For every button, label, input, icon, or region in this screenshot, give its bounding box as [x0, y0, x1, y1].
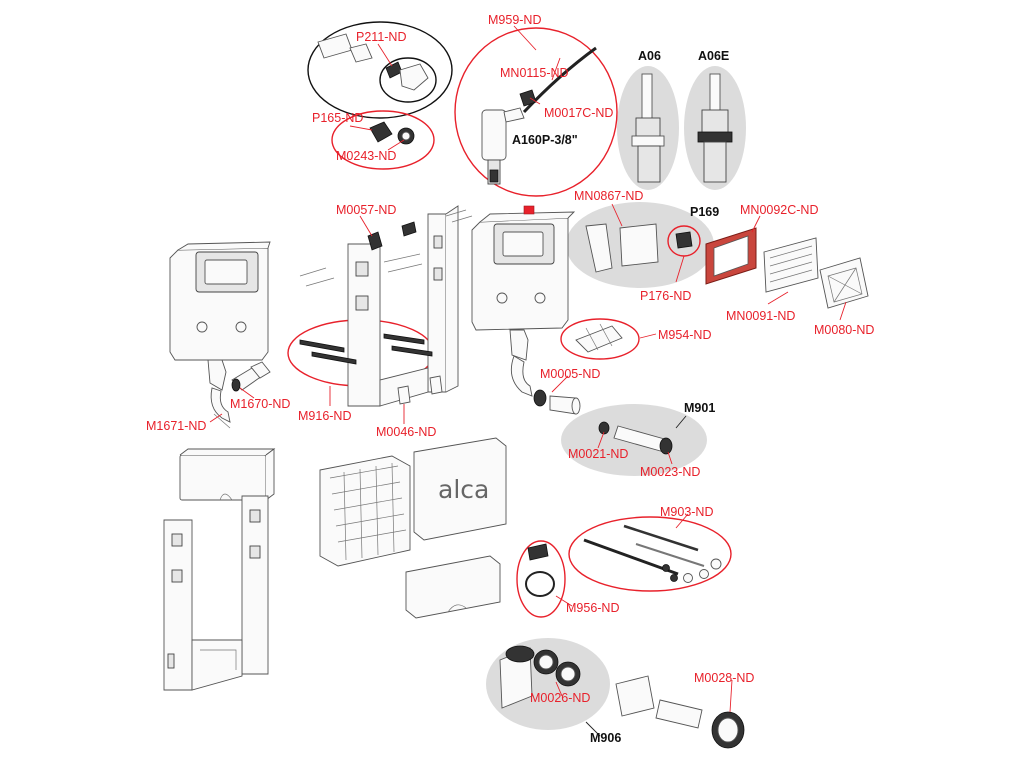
label-m0080: M0080-ND: [814, 323, 874, 337]
label-m0023: M0023-ND: [640, 465, 700, 479]
label-a06: A06: [638, 49, 661, 63]
label-m916: M916-ND: [298, 409, 352, 423]
bracket-m954: [575, 323, 623, 353]
label-p165: P165-ND: [312, 111, 363, 125]
label-m903: M903-ND: [660, 505, 714, 519]
label-m0017c: M0017C-ND: [544, 106, 613, 120]
ring-m956: [516, 540, 566, 618]
kit-labels: A160P-3/8" A06 A06E P169 M901 M906: [512, 49, 729, 745]
brand-logo: alca: [438, 475, 489, 504]
clamp-m956: [525, 543, 555, 597]
label-m901: M901: [684, 401, 715, 415]
label-mn0091: MN0091-ND: [726, 309, 795, 323]
label-m956: M956-ND: [566, 601, 620, 615]
label-mn0115: MN0115-ND: [500, 66, 569, 80]
label-m0057: M0057-ND: [336, 203, 396, 217]
flush-mechanism: [585, 223, 693, 273]
fill-valve: [481, 46, 597, 185]
leader-lines: [209, 25, 847, 737]
label-p169: P169: [690, 205, 719, 219]
label-m1671: M1671-ND: [146, 419, 206, 433]
middle-frame: [299, 205, 473, 407]
label-m1670: M1670-ND: [230, 397, 290, 411]
pipe-m1670: [231, 361, 271, 392]
ring-m959: [454, 27, 618, 197]
label-m0026: M0026-ND: [530, 691, 590, 705]
flush-valves: [631, 73, 733, 183]
label-m0005: M0005-ND: [540, 367, 600, 381]
label-m954: M954-ND: [658, 328, 712, 342]
label-m0046: M0046-ND: [376, 425, 436, 439]
left-cistern: [169, 241, 271, 429]
ring-m903: [568, 516, 732, 592]
left-frame: [163, 448, 276, 691]
ring-m954: [560, 318, 640, 360]
label-m0243: M0243-ND: [336, 149, 396, 163]
label-a160p: A160P-3/8": [512, 133, 578, 147]
ring-p211: [307, 21, 453, 119]
part-labels: P211-ND M959-ND MN0115-ND M0017C-ND P165…: [146, 13, 874, 705]
label-a06e: A06E: [698, 49, 729, 63]
label-m0021: M0021-ND: [568, 447, 628, 461]
center-cistern: [471, 205, 576, 397]
label-m959: M959-ND: [488, 13, 542, 27]
rods-m903: [583, 524, 722, 583]
label-mn0867: MN0867-ND: [574, 189, 643, 203]
label-m0028: M0028-ND: [694, 671, 754, 685]
label-p176: P176-ND: [640, 289, 691, 303]
ring-p165: [331, 110, 435, 170]
ring-p211-inner: [379, 57, 437, 103]
label-m906: M906: [590, 731, 621, 745]
cover-panels: [319, 437, 507, 619]
label-p211: P211-ND: [356, 30, 406, 44]
valve-parts: [317, 33, 429, 145]
label-mn0092c: MN0092C-ND: [740, 203, 819, 217]
outlet-pipes: [499, 645, 745, 749]
drain-pipes: [533, 389, 673, 455]
flush-plate-frames: [705, 227, 869, 309]
